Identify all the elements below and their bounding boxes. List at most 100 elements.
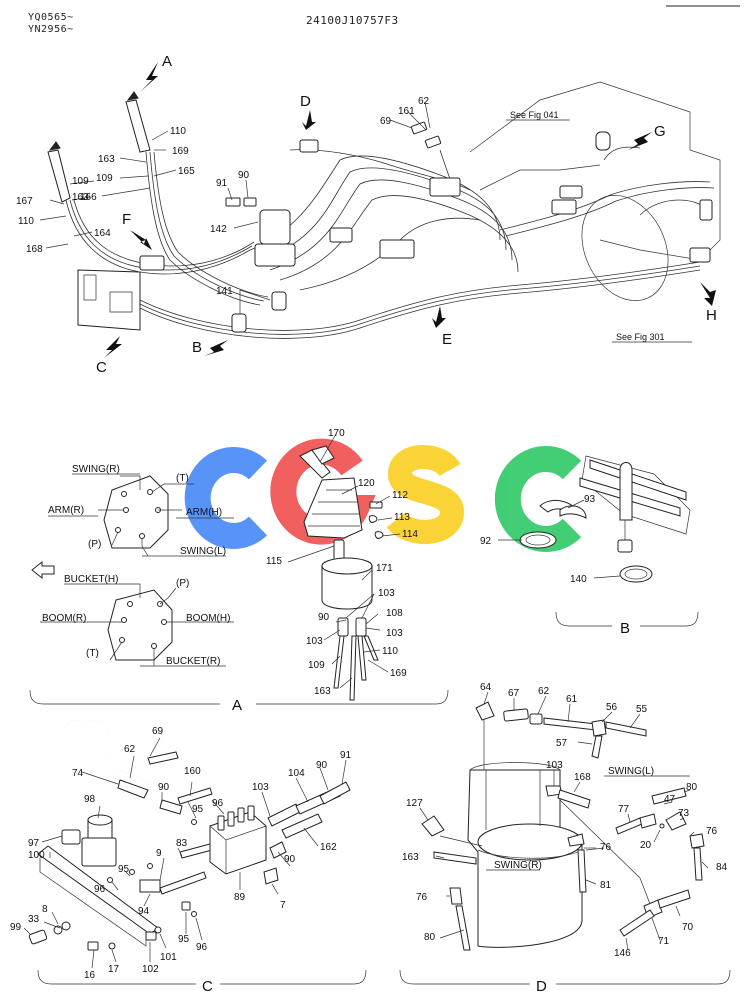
part-no-160: 160 (184, 766, 201, 777)
part-no-56: 56 (606, 702, 618, 713)
part-no-103b: 103 (306, 636, 323, 647)
part-no-92: 92 (480, 536, 492, 547)
section-d-caption: D (536, 978, 547, 995)
part-no-127: 127 (406, 798, 423, 809)
part-no-110b: 110 (18, 216, 34, 227)
port-arm-r: ARM(R) (48, 505, 84, 516)
drawing-number: 24100J10757F3 (306, 14, 399, 27)
part-no-115: 115 (266, 556, 282, 567)
part-no-95a: 95 (178, 934, 190, 945)
part-no-71: 71 (658, 936, 670, 947)
part-no-142: 142 (210, 224, 227, 235)
section-a: SWING(R) (T) ARM(R) ARM(H) (P) SWING(L) (29, 428, 449, 714)
part-no-166: 166 (80, 192, 97, 203)
port-swing-r: SWING(R) (72, 464, 120, 475)
port-boom-h: BOOM(H) (186, 613, 230, 624)
section-d: 64 67 62 61 56 55 57 103 168 80 47 77 73… (399, 682, 731, 995)
part-no-90: 90 (238, 170, 250, 181)
part-no-73: 73 (678, 808, 690, 819)
part-no-61: 61 (566, 694, 578, 705)
part-no-165: 165 (178, 166, 195, 177)
watermark-letter-s (386, 445, 465, 544)
part-no-80a: 80 (686, 782, 698, 793)
part-no-163d: 163 (402, 852, 419, 863)
view-letter-b: B (192, 339, 202, 356)
part-no-93: 93 (584, 494, 596, 505)
view-letter-h: H (706, 307, 717, 324)
swing-l-label: SWING(L) (608, 766, 654, 777)
port-boom-r: BOOM(R) (42, 613, 86, 624)
section-c: 69 62 74 98 97 100 8 33 99 16 17 102 101… (10, 719, 367, 995)
part-no-109b: 109 (72, 176, 89, 187)
section-b-caption: B (620, 620, 630, 637)
port-bucket-r: BUCKET(R) (166, 656, 220, 667)
part-no-96c: 96 (212, 798, 224, 809)
section-b: 93 92 140 B (480, 455, 699, 637)
part-no-109: 109 (96, 173, 113, 184)
port-p-upper: (P) (88, 539, 101, 550)
part-no-62: 62 (418, 96, 430, 107)
part-no-47: 47 (664, 794, 676, 805)
part-no-76b: 76 (600, 842, 612, 853)
part-no-90c: 90 (158, 782, 170, 793)
part-no-9: 9 (156, 848, 162, 859)
view-letter-g: G (654, 123, 666, 140)
part-no-108: 108 (386, 608, 403, 619)
view-letter-a: A (162, 53, 172, 70)
part-no-103c: 103 (386, 628, 403, 639)
part-no-90d: 90 (284, 854, 296, 865)
part-no-74: 74 (72, 768, 84, 779)
part-no-100: 100 (28, 850, 45, 861)
part-no-33: 33 (28, 914, 40, 925)
part-no-168d: 168 (574, 772, 591, 783)
part-no-90a: 90 (318, 612, 330, 623)
part-no-103d: 103 (252, 782, 269, 793)
swing-r-label: SWING(R) (494, 860, 542, 871)
part-no-96a: 96 (196, 942, 208, 953)
part-no-77: 77 (618, 804, 630, 815)
port-swing-l: SWING(L) (180, 546, 226, 557)
part-no-95b: 95 (118, 864, 130, 875)
section-a-caption: A (232, 697, 242, 714)
part-no-57: 57 (556, 738, 568, 749)
part-no-167: 167 (16, 196, 33, 207)
part-no-163a: 163 (314, 686, 331, 697)
part-no-94: 94 (138, 906, 150, 917)
see-fig-301: See Fig 301 (616, 332, 665, 342)
part-no-146: 146 (614, 948, 631, 959)
part-no-64: 64 (480, 682, 492, 693)
part-no-84: 84 (716, 862, 728, 873)
part-no-171: 171 (376, 563, 393, 574)
part-no-55: 55 (636, 704, 648, 715)
part-no-163: 163 (98, 154, 115, 165)
part-no-161: 161 (398, 106, 415, 117)
serial-range-a: YQ0565~ (28, 12, 74, 23)
part-no-69c: 69 (152, 726, 164, 737)
part-no-17: 17 (108, 964, 120, 975)
part-no-110a: 110 (382, 646, 398, 657)
part-no-170: 170 (328, 428, 345, 439)
top-assembly: 110 169 163 109 165 166 167 109 163 110 … (16, 53, 721, 376)
part-no-62c: 62 (124, 744, 136, 755)
part-no-20: 20 (640, 840, 652, 851)
part-no-89: 89 (234, 892, 246, 903)
part-no-7: 7 (280, 900, 286, 911)
part-no-97: 97 (28, 838, 40, 849)
watermark-letter-c1 (184, 447, 268, 549)
see-fig-041: See Fig 041 (510, 110, 559, 120)
view-letter-c: C (96, 359, 107, 376)
part-no-91: 91 (216, 178, 228, 189)
section-c-caption: C (202, 978, 213, 995)
part-no-76a: 76 (706, 826, 718, 837)
part-no-110: 110 (170, 126, 186, 137)
serial-range-b: YN2956~ (28, 24, 74, 35)
part-no-99: 99 (10, 922, 22, 933)
view-letter-d: D (300, 93, 311, 110)
part-no-70: 70 (682, 922, 694, 933)
part-no-91c: 91 (340, 750, 352, 761)
part-no-80b: 80 (424, 932, 436, 943)
part-no-113: 113 (394, 512, 410, 523)
part-no-67: 67 (508, 688, 520, 699)
part-no-8: 8 (42, 904, 48, 915)
part-no-104: 104 (288, 768, 305, 779)
